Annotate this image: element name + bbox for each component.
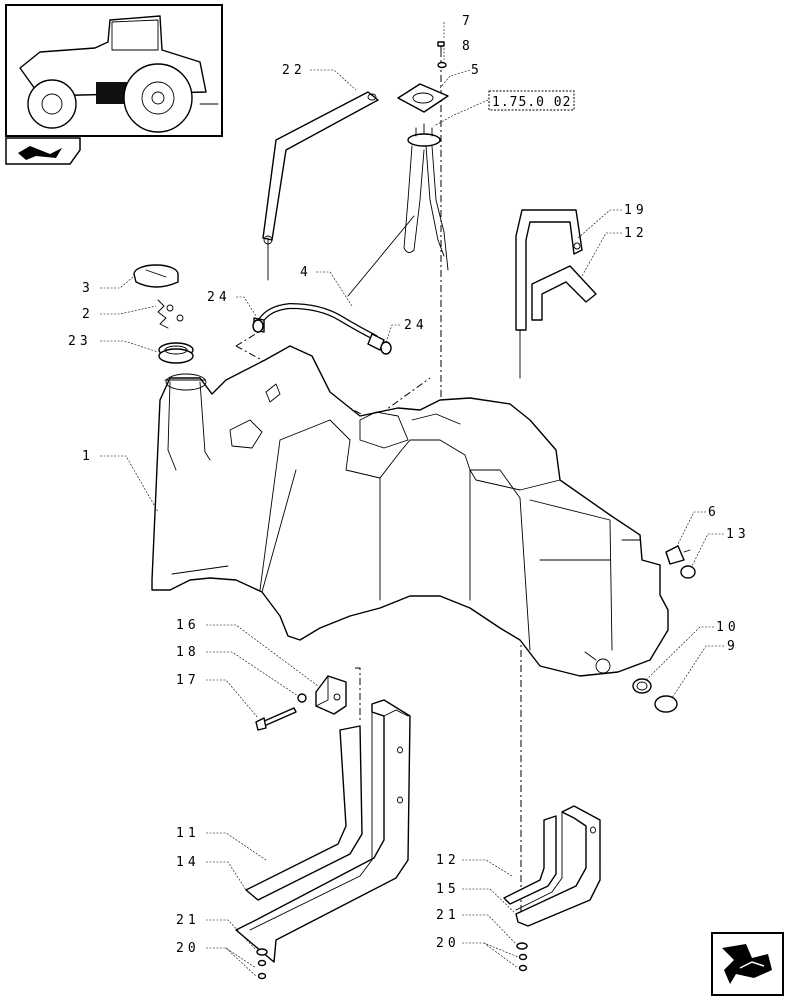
callout-5: 5 — [471, 63, 483, 78]
callout-9: 9 — [727, 639, 739, 654]
callout-21-right: 21 — [436, 908, 460, 923]
callout-6: 6 — [708, 505, 720, 520]
sender-gasket — [397, 83, 449, 113]
cap-lower — [654, 695, 678, 713]
callout-20-left: 20 — [176, 941, 200, 956]
bracket-bolt — [255, 707, 297, 731]
washer-front-upper — [256, 948, 268, 956]
callout-labels: 1 2 3 4 5 6 7 8 9 10 11 12 12 13 14 15 1… — [68, 14, 750, 956]
reference-code: 1.75.0 02 — [492, 95, 571, 110]
washer-front-lower — [257, 959, 267, 980]
hose-clamp-upper — [665, 545, 691, 565]
callout-13: 13 — [726, 527, 750, 542]
cap-upper — [680, 565, 696, 579]
callout-16: 16 — [176, 618, 200, 633]
callout-8: 8 — [462, 39, 474, 54]
callout-19: 19 — [624, 203, 648, 218]
callout-2: 2 — [82, 307, 94, 322]
next-page-arrow-icon[interactable] — [711, 932, 784, 996]
tank-support-front — [235, 699, 411, 963]
tank-support-rear — [515, 805, 601, 927]
leader-lines — [100, 22, 724, 977]
callout-23: 23 — [68, 334, 92, 349]
callout-12-bottom: 12 — [436, 853, 460, 868]
callout-20-right: 20 — [436, 936, 460, 951]
tank-strap-upper — [262, 91, 379, 281]
fuel-level-sender — [347, 123, 449, 297]
tank-strap-rear — [515, 209, 583, 379]
callout-21-left: 21 — [176, 913, 200, 928]
callout-17: 17 — [176, 673, 200, 688]
mounting-bracket — [315, 675, 347, 715]
callout-22: 22 — [282, 63, 306, 78]
callout-1: 1 — [82, 449, 94, 464]
pipe-connector-right — [380, 341, 392, 355]
filler-neck-adaptor — [158, 342, 194, 364]
callout-11: 11 — [176, 826, 200, 841]
callout-24-left: 24 — [207, 290, 231, 305]
bracket-washer — [297, 693, 307, 703]
vent-pipe — [253, 302, 385, 351]
filler-cap — [133, 264, 179, 288]
cap-retaining-spring — [157, 299, 184, 329]
callout-18: 18 — [176, 645, 200, 660]
support-pad-front — [245, 725, 363, 901]
sender-washer — [437, 61, 447, 69]
fuel-tank — [151, 345, 669, 677]
sender-bolt — [437, 41, 445, 57]
callout-15: 15 — [436, 882, 460, 897]
callout-12-top: 12 — [624, 226, 648, 241]
hose-clamp-lower — [632, 678, 652, 694]
callout-24-right: 24 — [404, 318, 428, 333]
callout-4: 4 — [300, 265, 312, 280]
callout-7: 7 — [462, 14, 474, 29]
callout-14: 14 — [176, 855, 200, 870]
washer-rear-lower — [518, 953, 528, 972]
washer-rear-upper — [516, 942, 528, 950]
reference-code-box[interactable]: 1.75.0 02 — [488, 90, 575, 111]
support-pad-rear — [503, 815, 557, 905]
callout-10: 10 — [716, 620, 740, 635]
strap-pad-rear — [531, 265, 597, 321]
pipe-connector-left — [252, 319, 264, 333]
callout-3: 3 — [82, 281, 94, 296]
tractor-thumbnail-icon[interactable] — [5, 4, 223, 137]
previous-page-arrow-icon[interactable] — [5, 137, 81, 165]
